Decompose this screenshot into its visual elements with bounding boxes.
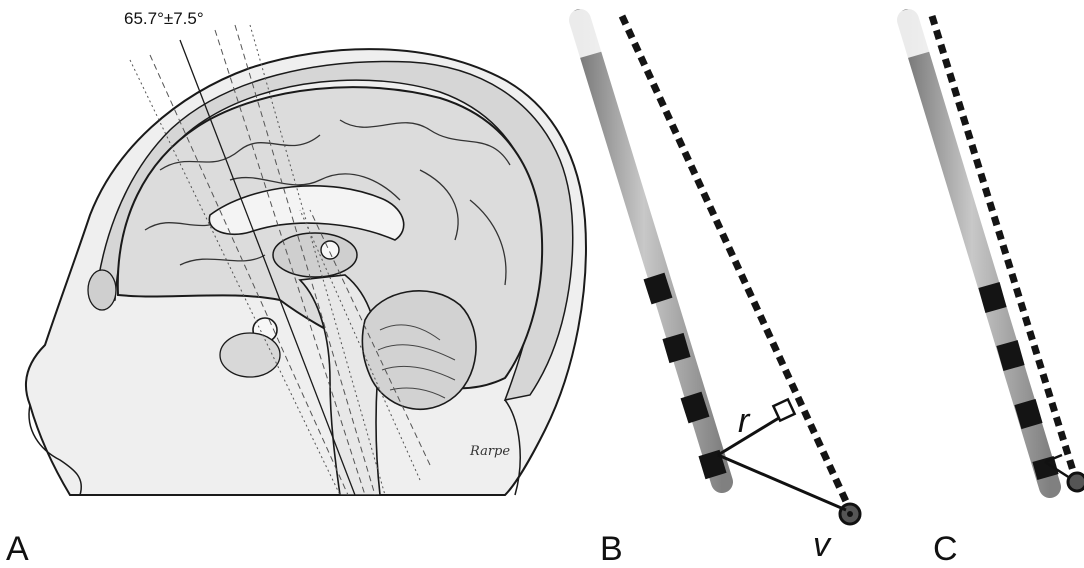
angle-annotation: 65.7°±7.5° xyxy=(124,9,204,28)
right-angle-marker xyxy=(773,399,794,420)
panel-label-c: C xyxy=(933,530,958,568)
vector-v-line xyxy=(718,455,846,510)
target-point-c xyxy=(1068,473,1084,491)
panel-label-a: A xyxy=(6,530,29,568)
ventricle-feature xyxy=(321,241,339,259)
distance-label-r: r xyxy=(738,402,751,440)
panel-label-b: B xyxy=(600,530,623,568)
panel-c-diagram: C xyxy=(905,10,1084,568)
thalamus xyxy=(273,233,357,277)
sinus-feature xyxy=(220,333,280,377)
orbit-feature xyxy=(88,270,116,310)
artist-signature: Rarpe xyxy=(469,444,510,459)
planned-trajectory-c xyxy=(932,16,1074,474)
vector-label-v: v xyxy=(813,526,832,564)
panel-b-diagram: r v B xyxy=(577,10,860,568)
cerebellum xyxy=(362,291,476,409)
panel-a-head-illustration: 65.7°±7.5° Rarpe A xyxy=(6,9,586,568)
